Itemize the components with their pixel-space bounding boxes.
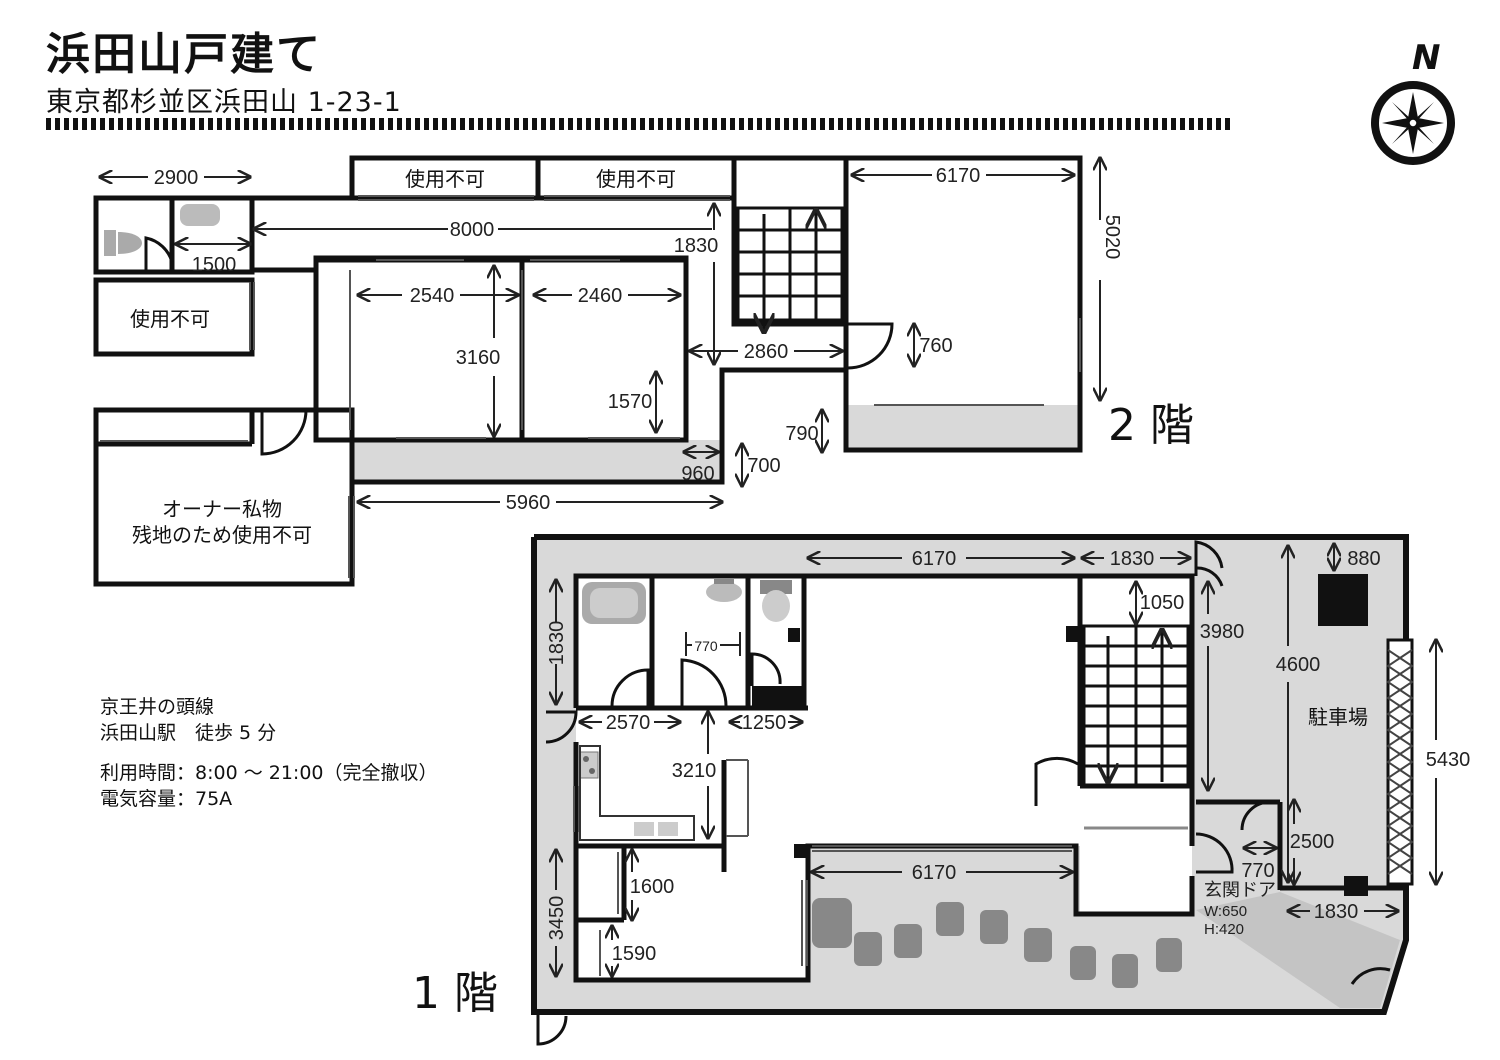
dim-1830-left: 1830 <box>546 621 568 666</box>
owner-room-label-1: オーナー私物 <box>162 497 282 521</box>
dim-2570: 2570 <box>606 712 651 734</box>
dim-3210: 3210 <box>672 760 717 782</box>
entrance-label: 玄関ドア <box>1204 880 1276 900</box>
upper-closet-2-label: 使用不可 <box>596 167 676 191</box>
dim-1830-top: 1830 <box>1110 548 1155 570</box>
dim-700: 700 <box>747 455 780 477</box>
dim-5020: 5020 <box>1101 215 1123 260</box>
upper-stairwell <box>731 155 849 327</box>
dim-3450: 3450 <box>546 896 568 941</box>
lower-furniture <box>812 898 1182 988</box>
dim-770-entrance: 770 <box>1241 860 1274 882</box>
compass-icon <box>1371 81 1455 165</box>
lower-outer-boundary <box>531 534 1409 1015</box>
lower-pillar-box <box>1318 574 1368 626</box>
upper-door-swings <box>144 236 894 456</box>
lower-entrance-lane <box>1196 892 1400 1008</box>
info-block: 京王井の頭線 浜田山駅 徒歩 5 分 利用時間：8:00 ～ 21:00（完全撤… <box>100 694 438 812</box>
dim-1830-bottom: 1830 <box>1314 901 1359 923</box>
dim-880: 880 <box>1347 548 1380 570</box>
upper-balcony-bottom <box>352 440 722 482</box>
upper-stairs <box>736 206 844 332</box>
info-line-hours: 利用時間：8:00 ～ 21:00（完全撤収） <box>100 762 438 784</box>
dim-1590: 1590 <box>612 943 657 965</box>
upper-unusable-room-left <box>93 277 255 357</box>
upper-windows <box>100 195 1081 578</box>
page-title: 浜田山戸建て <box>46 29 322 80</box>
dim-4600: 4600 <box>1276 654 1321 676</box>
upper-closet-1-label: 使用不可 <box>405 167 485 191</box>
lower-floor: 駐車場 玄関ドア W:650 H:420 6170 1830 <box>412 534 1471 1046</box>
upper-sink-icon <box>180 204 220 226</box>
dim-8000: 8000 <box>450 219 495 241</box>
upper-balcony-right <box>846 405 1080 450</box>
lower-windows <box>573 759 1072 976</box>
dim-790: 790 <box>785 423 818 445</box>
lower-door-swings <box>536 540 1391 1046</box>
dim-1250: 1250 <box>742 712 787 734</box>
lower-toilet-icon <box>762 590 790 622</box>
parking-fence <box>1386 638 1414 886</box>
lower-sink-icon <box>706 582 742 602</box>
dim-6170-upper: 6170 <box>936 165 981 187</box>
dim-2860: 2860 <box>744 341 789 363</box>
dim-3980: 3980 <box>1200 621 1245 643</box>
parking-label: 駐車場 <box>1308 705 1368 729</box>
info-line-power: 電気容量：75A <box>100 788 233 810</box>
dim-2540: 2540 <box>410 285 455 307</box>
dim-1830-upper: 1830 <box>674 235 719 257</box>
dim-1050: 1050 <box>1140 592 1185 614</box>
title-underline <box>46 118 1230 130</box>
dim-5960: 5960 <box>506 492 551 514</box>
dim-3160: 3160 <box>456 347 501 369</box>
dim-6170-top: 6170 <box>912 548 957 570</box>
dim-2460: 2460 <box>578 285 623 307</box>
lower-stairs <box>1082 624 1190 830</box>
dim-2900: 2900 <box>154 167 199 189</box>
upper-toilet-icon <box>104 230 142 256</box>
dim-1570: 1570 <box>608 391 653 413</box>
dim-960: 960 <box>681 463 714 485</box>
lower-house-wall <box>573 573 1195 846</box>
info-line-railway: 京王井の頭線 <box>100 696 215 718</box>
dim-1600: 1600 <box>630 876 675 898</box>
dim-2500: 2500 <box>1290 831 1335 853</box>
owner-room-label-2: 残地のため使用不可 <box>132 523 312 547</box>
dim-5430: 5430 <box>1426 749 1471 771</box>
upper-floor: 使用不可 使用不可 使用不可 オーナー私物 残地のため使用不可 2900 150… <box>93 155 1194 587</box>
lower-floor-label: 1 階 <box>412 968 498 1019</box>
dim-770-wc: 770 <box>694 638 718 654</box>
entrance-height: H:420 <box>1204 921 1244 938</box>
entrance-width: W:650 <box>1204 903 1247 920</box>
dim-1500: 1500 <box>192 254 237 276</box>
upper-floor-label: 2 階 <box>1108 400 1194 451</box>
dim-760: 760 <box>919 335 952 357</box>
compass-north-label: N <box>1412 38 1441 78</box>
upper-unusable-room-label: 使用不可 <box>130 307 210 331</box>
info-line-station: 浜田山駅 徒歩 5 分 <box>100 722 277 744</box>
upper-owner-room <box>93 407 355 587</box>
dim-6170-bottom: 6170 <box>912 862 957 884</box>
kitchen-counter <box>579 745 695 841</box>
address: 東京都杉並区浜田山 1-23-1 <box>46 87 402 118</box>
upper-tatami-rooms <box>313 257 689 443</box>
